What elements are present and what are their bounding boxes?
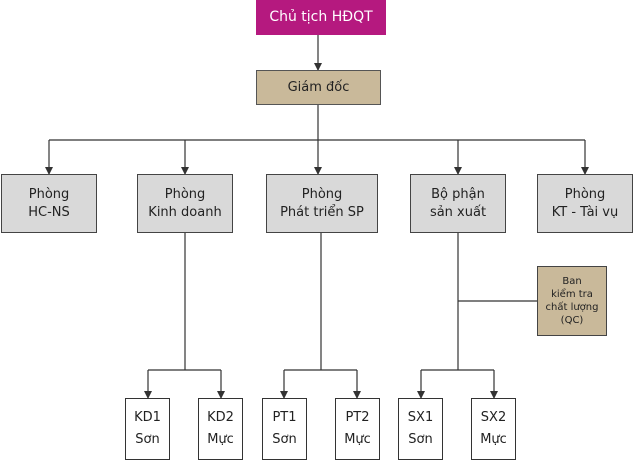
department-label-line2: HC-NS: [28, 204, 70, 220]
department-label-line2: Kinh doanh: [148, 204, 222, 220]
unit-sx1-box: SX1 Sơn: [398, 398, 443, 460]
department-label-line1: Bộ phận: [431, 186, 485, 202]
unit-code: SX2: [480, 409, 507, 425]
unit-code: KD2: [207, 409, 234, 425]
department-label-line1: Phòng: [301, 186, 343, 202]
qc-box: Ban kiểm tra chất lượng (QC): [537, 266, 607, 336]
department-kinh-doanh-box: Phòng Kinh doanh: [137, 174, 233, 233]
chairman-label: Chủ tịch HĐQT: [269, 9, 373, 26]
chairman-box: Chủ tịch HĐQT: [256, 0, 386, 35]
qc-label-line3: chất lượng: [545, 302, 599, 313]
department-san-xuat-box: Bộ phận sản xuất: [410, 174, 506, 233]
unit-kd1-box: KD1 Sơn: [125, 398, 170, 460]
department-phat-trien-box: Phòng Phát triển SP: [266, 174, 378, 233]
department-label-line2: Phát triển SP: [280, 204, 364, 220]
department-ke-toan-box: Phòng KT - Tài vụ: [537, 174, 633, 233]
unit-name: Mực: [207, 432, 234, 447]
unit-name: Sơn: [135, 432, 160, 447]
qc-label-line4: (QC): [560, 315, 584, 326]
unit-kd2-box: KD2 Mực: [198, 398, 243, 460]
department-label-line1: Phòng: [564, 186, 606, 202]
unit-name: Sơn: [408, 432, 433, 447]
unit-sx2-box: SX2 Mực: [471, 398, 516, 460]
unit-code: PT2: [345, 409, 370, 425]
department-label-line2: KT - Tài vụ: [551, 204, 619, 220]
director-label: Giám đốc: [287, 79, 350, 95]
director-box: Giám đốc: [256, 70, 381, 105]
unit-pt2-box: PT2 Mực: [335, 398, 380, 460]
department-label-line2: sản xuất: [429, 204, 487, 220]
unit-pt1-box: PT1 Sơn: [262, 398, 307, 460]
unit-code: KD1: [134, 409, 161, 425]
department-hcns-box: Phòng HC-NS: [1, 174, 97, 233]
unit-name: Mực: [480, 432, 507, 447]
department-label-line1: Phòng: [28, 186, 70, 202]
qc-label-line2: kiểm tra: [551, 289, 593, 300]
unit-name: Mực: [344, 432, 371, 447]
unit-name: Sơn: [272, 432, 297, 447]
qc-label-line1: Ban: [562, 276, 582, 287]
unit-code: PT1: [272, 409, 297, 425]
department-label-line1: Phòng: [164, 186, 206, 202]
unit-code: SX1: [407, 409, 434, 425]
